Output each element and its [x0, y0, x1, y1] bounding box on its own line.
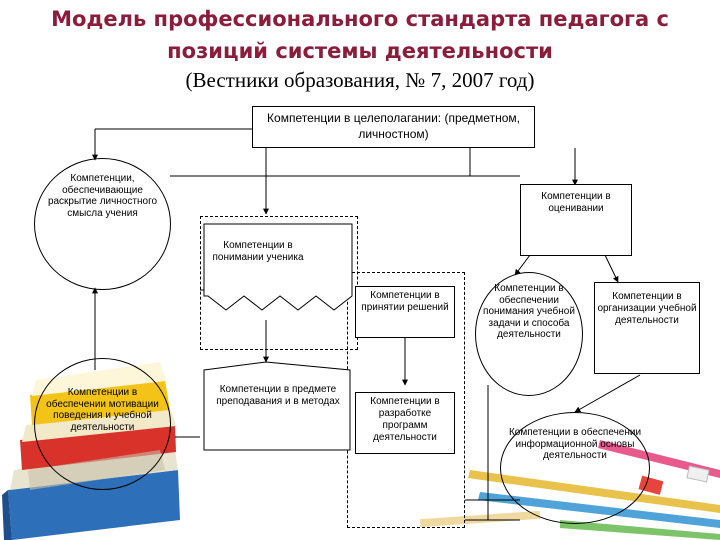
- personal-meaning-circle: Компетенции, обеспечивающие раскрытие ли…: [34, 158, 171, 290]
- program-development-box: Компетенции в разработке программ деятел…: [355, 392, 455, 454]
- arrow-organization-to-info: [574, 374, 641, 413]
- goal-setting-box: Компетенции в целеполагании: (предметном…: [252, 106, 535, 148]
- page-subtitle: (Вестники образования, № 7, 2007 год): [185, 68, 535, 92]
- dashed-frame-understanding: [200, 216, 358, 350]
- organization-box: Компетенции в организации учебной деятел…: [594, 282, 700, 374]
- understanding-student-label: Компетенции в понимании ученика: [212, 240, 304, 263]
- arrow-evaluation-to-task: [514, 254, 531, 276]
- understanding-shape: [203, 223, 353, 311]
- page-title-line1: Модель профессионального стандарта педаг…: [51, 7, 669, 31]
- arrow-evaluation-to-organization: [604, 254, 619, 283]
- task-understanding-circle: Компетенции в обеспечении понимания учеб…: [475, 272, 583, 396]
- info-basis-circle: Компетенции в обеспечении информационной…: [500, 412, 650, 524]
- page-title-line2: позиций системы деятельности: [167, 39, 553, 63]
- motivation-circle: Компетенции в обеспечении мотивации пове…: [34, 358, 171, 490]
- evaluation-box: Компетенции в оценивании: [520, 184, 632, 256]
- subject-teaching-label: Компетенции в предмете преподавания и в …: [216, 384, 340, 407]
- subject-shape: [203, 361, 351, 451]
- decision-making-box: Компетенции в принятии решений: [355, 286, 455, 338]
